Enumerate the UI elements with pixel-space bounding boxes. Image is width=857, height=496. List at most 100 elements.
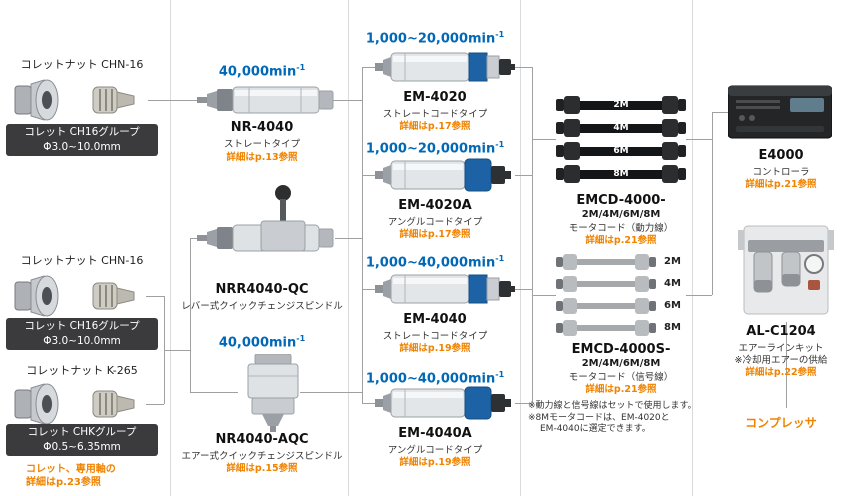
compressor-label: コンプレッサ	[745, 416, 817, 430]
motor-name: EM-4020	[403, 90, 467, 105]
collet-group-badge: コレット CHKグループ Φ0.5~6.35mm	[6, 424, 158, 456]
spindle-name: NR-4040	[230, 120, 294, 135]
connector-line	[532, 139, 556, 140]
collet-nut-label: コレットナット CHN-16	[20, 254, 144, 267]
power-cord-sizes: 2M/4M/6M/8M	[581, 209, 661, 220]
power-cord-6m: 6M	[556, 141, 686, 161]
motor-type: アングルコードタイプ	[387, 445, 483, 456]
section-divider	[692, 0, 693, 496]
connector-line	[515, 403, 532, 404]
signal-cord-2m: 2M	[556, 252, 696, 272]
connector-line	[712, 112, 713, 295]
power-cord-name: EMCD-4000-	[576, 193, 666, 208]
spindle-name: NRR4040-QC	[215, 282, 309, 297]
motor-detail-page: 詳細はp.17参照	[399, 121, 471, 132]
connector-line	[515, 289, 532, 290]
collet-group-name: コレット CHKグループ	[27, 426, 137, 438]
connector-line	[148, 100, 197, 101]
collet-nut-label: コレットナット CHN-16	[20, 58, 144, 71]
connector-line	[190, 238, 191, 392]
connector-line	[333, 100, 362, 101]
spindle-speed: 40,000min-1	[218, 63, 306, 80]
cord-length-label: 2M	[613, 100, 629, 110]
controller-name: E4000	[758, 148, 804, 163]
spindle-detail-page: 詳細はp.13参照	[226, 152, 298, 163]
section-divider	[170, 0, 171, 496]
collet-detail-note: コレット、専用軸の	[26, 464, 116, 475]
motor-speed: 1,000~40,000min-1	[365, 254, 505, 271]
controller-type: コントローラ	[752, 167, 810, 178]
cord-length-label: 4M	[664, 278, 681, 289]
power-cord-detail-page: 詳細はp.21参照	[585, 235, 657, 246]
airline-kit-illustration	[738, 224, 834, 324]
power-cord-4m: 4M	[556, 118, 686, 138]
cord-note-8m-line1: ※8Mモータコードは、EM-4020と	[528, 413, 670, 423]
motor-speed: 1,000~20,000min-1	[365, 30, 505, 47]
motor-type: ストレートコードタイプ	[382, 109, 488, 120]
spindle-type: レバー式クイックチェンジスピンドル	[181, 301, 343, 312]
collet-detail-note-page: 詳細はp.23参照	[26, 477, 101, 488]
motor-em4040a-illustration	[375, 386, 515, 424]
connector-line	[190, 392, 238, 393]
signal-cord-8m: 8M	[556, 318, 696, 338]
cord-length-label: 6M	[664, 300, 681, 311]
collet-group-badge: コレット CH16グループ Φ3.0~10.0mm	[6, 318, 158, 350]
cord-note-set: ※動力線と信号線はセットで使用します。	[528, 401, 697, 411]
connector-line	[146, 296, 164, 297]
collet-group-range: Φ0.5~6.35mm	[43, 441, 121, 453]
signal-cord-sizes: 2M/4M/6M/8M	[581, 358, 661, 369]
cord-note-8m-line2: EM-4040に選定できます。	[540, 424, 651, 434]
motor-detail-page: 詳細はp.19参照	[399, 343, 471, 354]
motor-detail-page: 詳細はp.17参照	[399, 229, 471, 240]
airline-kit-detail-page: 詳細はp.22参照	[745, 367, 817, 378]
connector-line	[362, 403, 375, 404]
signal-cord-name: EMCD-4000S-	[571, 342, 671, 357]
motor-em4040-illustration	[375, 272, 515, 310]
connector-line	[362, 67, 375, 68]
airline-kit-note: ※冷却用エアーの供給	[734, 355, 828, 366]
collet-illustration	[92, 280, 136, 316]
spindle-name: NR4040-AQC	[215, 432, 309, 447]
connector-line	[515, 67, 532, 68]
cord-length-label: 8M	[664, 322, 681, 333]
connector-line	[532, 295, 556, 296]
motor-speed: 1,000~20,000min-1	[365, 140, 505, 157]
spindle-type: ストレートタイプ	[223, 139, 300, 150]
connector-line	[686, 295, 712, 296]
cord-length-label: 8M	[613, 169, 629, 179]
spindle-speed: 40,000min-1	[218, 334, 306, 351]
motor-detail-page: 詳細はp.19参照	[399, 457, 471, 468]
cord-length-label: 4M	[613, 123, 629, 133]
collet-nut-illustration	[14, 274, 60, 322]
motor-type: ストレートコードタイプ	[382, 331, 488, 342]
collet-group-name: コレット CH16グループ	[24, 126, 140, 138]
collet-group-badge: コレット CH16グループ Φ3.0~10.0mm	[6, 124, 158, 156]
collet-group-range: Φ3.0~10.0mm	[43, 141, 121, 153]
connector-line	[300, 392, 362, 393]
spindle-type: エアー式クイックチェンジスピンドル	[181, 451, 343, 462]
signal-cord-4m: 4M	[556, 274, 696, 294]
motor-speed: 1,000~40,000min-1	[365, 370, 505, 387]
connector-line	[362, 175, 375, 176]
airline-kit-type: エアーラインキット	[738, 343, 824, 354]
spindle-nrr4040qc-illustration	[197, 185, 337, 257]
spindle-nr4040-illustration	[197, 85, 335, 119]
section-divider	[348, 0, 349, 496]
cord-length-label: 2M	[664, 256, 681, 267]
collet-group-range: Φ3.0~10.0mm	[43, 335, 121, 347]
spindle-nr4040aqc-illustration	[238, 353, 308, 436]
collet-illustration	[92, 388, 136, 424]
collet-illustration	[92, 84, 136, 120]
collet-nut-illustration	[14, 78, 60, 126]
collet-nut-label: コレットナット K-265	[26, 364, 138, 377]
signal-cord-type: モータコード（信号線）	[568, 372, 674, 383]
collet-group-name: コレット CH16グループ	[24, 320, 140, 332]
controller-detail-page: 詳細はp.21参照	[745, 179, 817, 190]
motor-type: アングルコードタイプ	[387, 217, 483, 228]
collet-nut-illustration	[14, 382, 60, 430]
power-cord-2m: 2M	[556, 95, 686, 115]
motor-name: EM-4040	[403, 312, 467, 327]
cord-length-label: 6M	[613, 146, 629, 156]
motor-name: EM-4040A	[398, 426, 472, 441]
